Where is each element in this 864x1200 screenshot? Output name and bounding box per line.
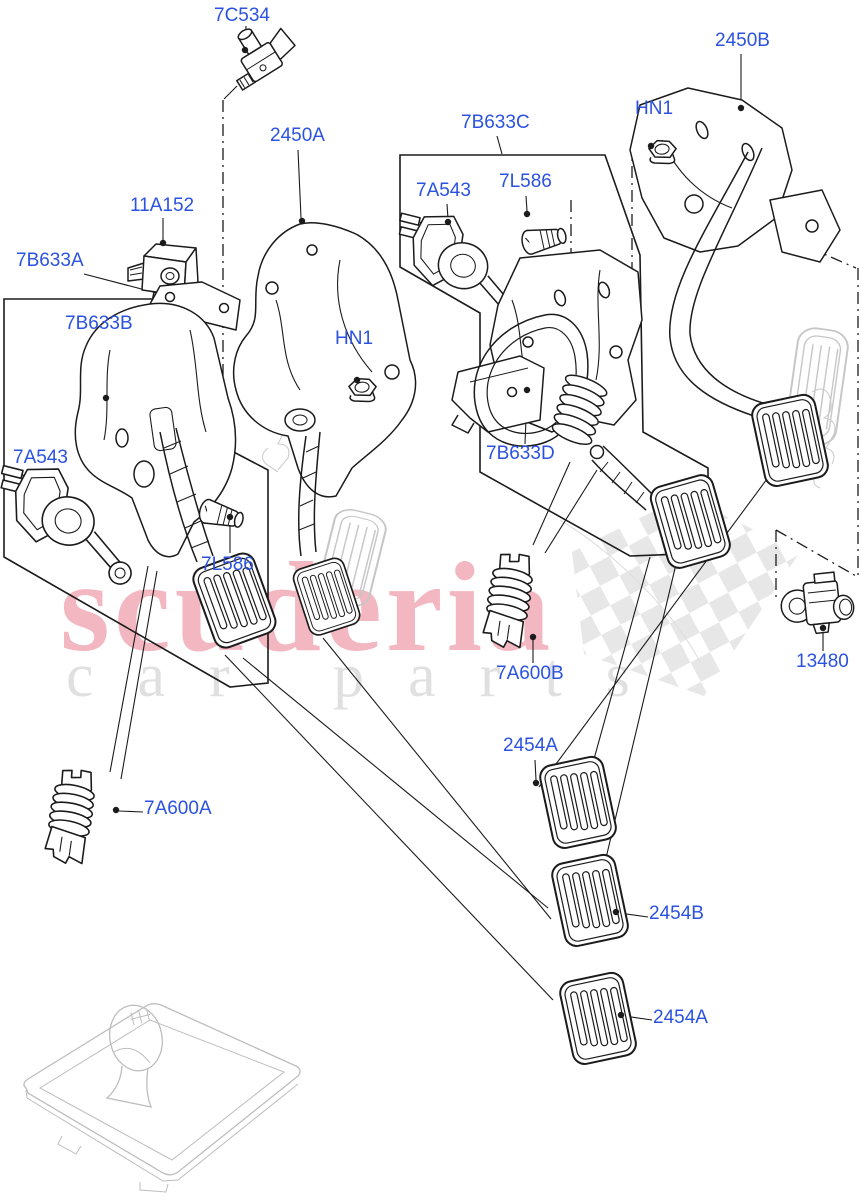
callout-2450a[interactable]: 2450A <box>270 125 325 146</box>
callout-13480[interactable]: 13480 <box>796 651 849 672</box>
callout-7b633b[interactable]: 7B633B <box>65 313 133 334</box>
bracket-2450a-part <box>232 222 417 639</box>
pad-2454b-part <box>549 851 632 950</box>
callout-hn1-left[interactable]: HN1 <box>335 328 374 349</box>
callout-7c534[interactable]: 7C534 <box>214 5 270 26</box>
callout-7l586-middle[interactable]: 7L586 <box>499 171 552 192</box>
callout-7b633d[interactable]: 7B633D <box>486 443 555 464</box>
gear-shifter-ghost <box>23 1003 301 1193</box>
switch-13480-part <box>780 571 855 635</box>
clevis-pin-7l586-left-part <box>196 497 247 533</box>
callout-hn1-right[interactable]: HN1 <box>635 98 674 119</box>
callout-2450b[interactable]: 2450B <box>715 30 770 51</box>
callout-2454b[interactable]: 2454B <box>649 903 704 924</box>
bolt-7l586-middle-part <box>519 222 569 257</box>
callout-7b633c[interactable]: 7B633C <box>461 112 530 133</box>
switch-7c534-part <box>236 27 296 91</box>
pad-2454a-upper-part <box>537 753 620 852</box>
tagline-watermark-text: car parts <box>66 642 674 710</box>
brake-bracket-7b633d-part <box>451 355 545 434</box>
callout-7a543-middle[interactable]: 7A543 <box>416 180 471 201</box>
callout-7a600a[interactable]: 7A600A <box>144 798 212 819</box>
callout-7b633a[interactable]: 7B633A <box>16 250 84 271</box>
boot-7a600a-part <box>39 765 103 868</box>
bracket-2450b-part <box>629 87 841 490</box>
leader-dots <box>102 46 827 1019</box>
callout-2454a-lower[interactable]: 2454A <box>653 1007 708 1028</box>
callout-7a543-left[interactable]: 7A543 <box>13 447 68 468</box>
brake-pedal-arm-middle-part <box>473 313 734 572</box>
clutch-bracket-7b633b-part <box>74 281 280 652</box>
callout-7a600b[interactable]: 7A600B <box>496 663 564 684</box>
callout-11a152[interactable]: 11A152 <box>130 195 195 216</box>
checkered-flag-watermark <box>572 496 800 696</box>
callout-7l586-left[interactable]: 7L586 <box>201 554 254 575</box>
pad-2454a-lower-part <box>557 969 640 1068</box>
callout-2454a-upper[interactable]: 2454A <box>503 735 558 756</box>
